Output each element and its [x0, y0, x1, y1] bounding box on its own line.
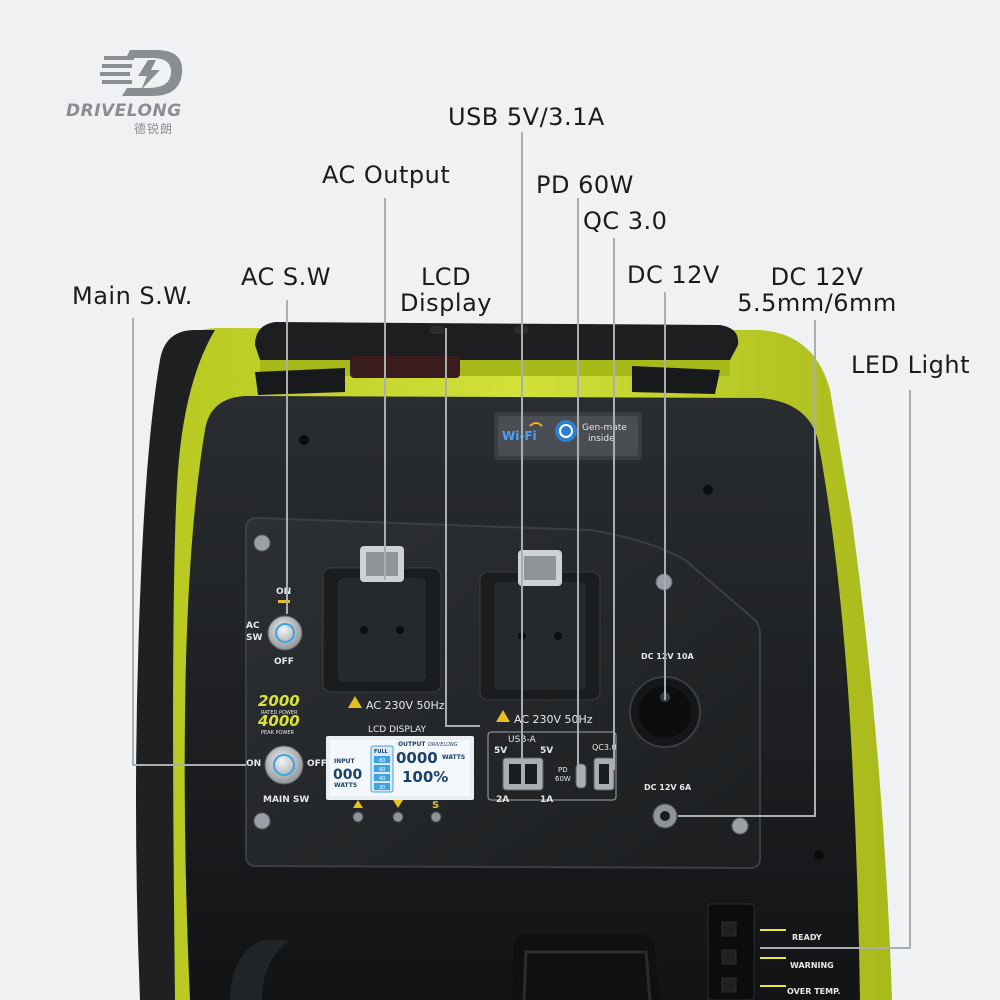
dc-6a-label: DC 12V 6A	[644, 783, 692, 792]
pd-label-line1: PD	[558, 766, 568, 774]
brand-chinese-name: 德锐朗	[134, 122, 174, 136]
drivelong-logo-icon	[100, 50, 183, 96]
leader-dc-round	[678, 320, 816, 817]
s-button-label: S	[432, 800, 439, 811]
peak-power-label: PEAK POWER	[261, 730, 295, 736]
lcd-battery-level-60: 60	[379, 767, 385, 773]
lcd-input-digits: 000	[333, 767, 362, 783]
usb-1a-label: 1A	[540, 795, 553, 805]
usb-a-port-right[interactable]	[525, 764, 537, 784]
lcd-title: LCD DISPLAY	[368, 725, 426, 735]
down-arrow-icon	[393, 800, 403, 808]
up-arrow-icon	[353, 800, 363, 808]
brand-name: DRIVELONG	[66, 101, 182, 121]
ac-sw-label-line2: SW	[246, 633, 262, 643]
callout-dc-round-line1: DC 12V	[770, 263, 864, 291]
dc-cigarette-socket[interactable]	[639, 686, 691, 738]
callout-ac-output: AC Output	[322, 161, 451, 189]
lcd-output-label: OUTPUT	[398, 741, 426, 748]
callout-dc12v: DC 12V	[627, 261, 720, 289]
socket-label-right: AC 230V 50Hz	[514, 713, 593, 726]
rated-power-label: RATED POWER	[261, 710, 298, 716]
lcd-brand: DRIVELONG	[428, 742, 458, 748]
usb-5v-right: 5V	[540, 746, 553, 756]
callout-pd: PD 60W	[536, 171, 634, 199]
lcd-output-unit: WATTS	[442, 754, 465, 761]
callout-lcd-line1: LCD	[420, 263, 472, 291]
callout-usb: USB 5V/3.1A	[448, 103, 605, 131]
badge-gen-line1: Gen-mate	[582, 423, 627, 433]
ac-off-label: OFF	[274, 657, 294, 667]
lcd-battery-level-40: 40	[379, 776, 385, 782]
peak-power-value: 4000	[257, 712, 300, 730]
pd-label-line2: 60W	[555, 775, 571, 783]
leader-main-sw	[132, 318, 246, 766]
callout-dc-round: DC 12V 5.5mm/6mm	[733, 264, 901, 316]
badge-gen-line2: inside	[588, 434, 615, 444]
up-button[interactable]	[352, 811, 364, 823]
main-switch-button[interactable]	[264, 745, 304, 785]
usb-2a-label: 2A	[496, 795, 509, 805]
dc-10a-label: DC 12V 10A	[641, 652, 695, 661]
callout-ac-sw: AC S.W	[241, 263, 331, 291]
led-ready-indicator	[721, 921, 737, 937]
lcd-percent: 100%	[402, 768, 448, 786]
led-over-temp-indicator	[721, 977, 737, 993]
usb-a-port-left[interactable]	[509, 764, 521, 784]
led-ready-label: READY	[792, 933, 822, 942]
callout-lcd-line2: Display	[400, 289, 492, 317]
lcd-input-label: INPUT	[334, 758, 356, 765]
main-sw-label: MAIN SW	[263, 795, 309, 805]
ac-switch-button[interactable]	[267, 615, 303, 651]
usb-5v-left: 5V	[494, 746, 507, 756]
callout-qc: QC 3.0	[583, 207, 668, 235]
led-warning-label: WARNING	[790, 961, 834, 970]
lcd-battery-level-80: 80	[379, 758, 385, 764]
main-on-label: ON	[246, 759, 261, 769]
s-button[interactable]	[430, 811, 442, 823]
lcd-battery-level-20: 20	[379, 785, 385, 791]
leader-lcd	[445, 328, 480, 727]
qc-port[interactable]	[599, 764, 609, 784]
callout-main-sw: Main S.W.	[72, 282, 193, 310]
qc-label: QC3.0	[592, 743, 617, 752]
down-button[interactable]	[392, 811, 404, 823]
lcd-battery-full: FULL	[374, 749, 389, 755]
led-warning-indicator	[721, 949, 737, 965]
lcd-output-digits: 0000	[396, 749, 438, 767]
main-off-label: OFF	[307, 759, 327, 769]
socket-label-left: AC 230V 50Hz	[366, 699, 445, 712]
lcd-input-unit: WATTS	[334, 782, 357, 789]
callout-dc-round-line2: 5.5mm/6mm	[737, 289, 897, 317]
leader-led	[760, 390, 911, 949]
ac-sw-label-line1: AC	[246, 621, 260, 631]
ac-on-label: ON	[276, 587, 291, 597]
rated-power-value: 2000	[258, 692, 300, 710]
callout-lcd: LCD Display	[396, 264, 496, 316]
callout-led: LED Light	[851, 351, 971, 379]
badge-wifi-text: Wi-Fi	[502, 429, 537, 443]
led-over-temp-label: OVER TEMP.	[787, 987, 841, 996]
